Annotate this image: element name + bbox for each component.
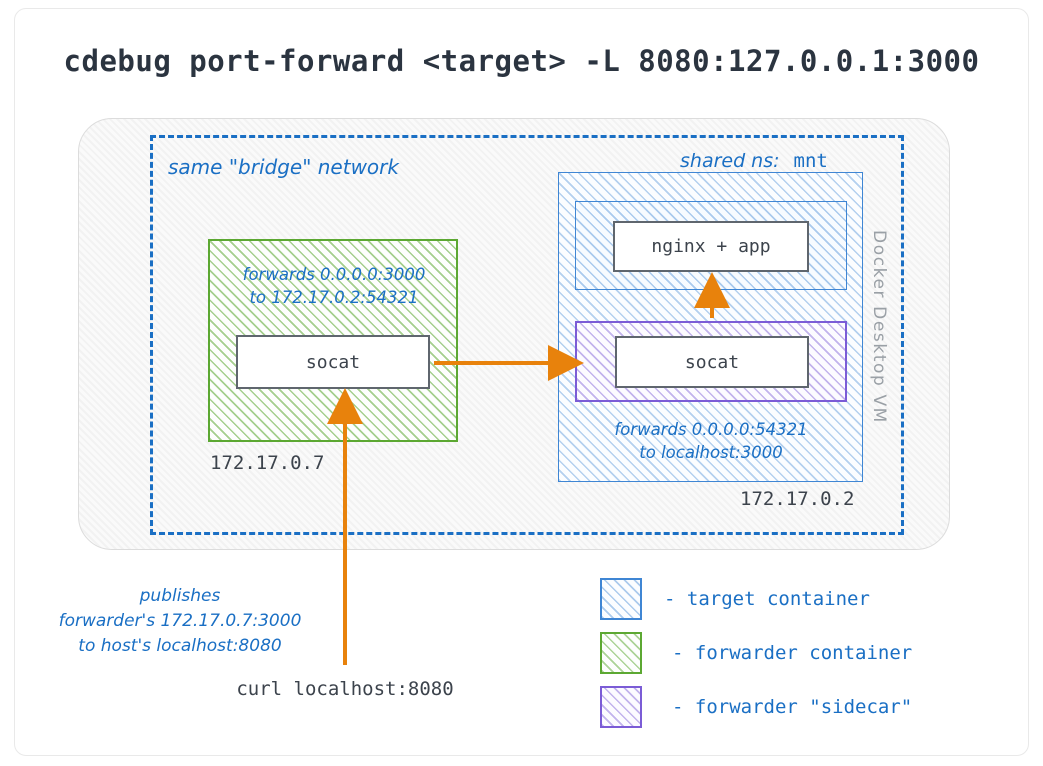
shared-namespace-label: shared ns: mnt xyxy=(680,150,828,172)
legend-swatch-forwarder-container xyxy=(600,632,642,674)
forwarder-ip-label: 172.17.0.7 xyxy=(210,452,325,474)
bridge-network-label: same "bridge" network xyxy=(168,155,399,179)
legend-item-forwarder-container: - forwarder container xyxy=(600,626,980,680)
legend-item-target-container: - target container xyxy=(600,572,980,626)
forwarder-forwarding-note: forwards 0.0.0.0:3000 to 172.17.0.2:5432… xyxy=(242,265,426,307)
shared-ns-prefix: shared ns: xyxy=(680,150,780,172)
legend-swatch-forwarder-sidecar xyxy=(600,686,642,728)
sidecar-forwarding-note: forwards 0.0.0.0:54321 to localhost:3000 xyxy=(614,420,808,462)
curl-command-label: curl localhost:8080 xyxy=(236,678,454,700)
bridge-network-boundary xyxy=(150,135,904,535)
legend-label-forwarder-sidecar: - forwarder "sidecar" xyxy=(672,696,913,718)
forwarder-socat-process: socat xyxy=(236,335,430,389)
legend-item-forwarder-sidecar: - forwarder "sidecar" xyxy=(600,680,980,734)
shared-ns-value: mnt xyxy=(793,150,828,172)
target-ip-label: 172.17.0.2 xyxy=(740,488,855,510)
sidecar-socat-process: socat xyxy=(615,336,809,388)
legend-label-forwarder-container: - forwarder container xyxy=(672,642,913,664)
legend-label-target-container: - target container xyxy=(664,588,870,610)
page-title: cdebug port-forward <target> -L 8080:127… xyxy=(63,44,980,78)
legend: - target container - forwarder container… xyxy=(600,572,980,734)
target-app-process: nginx + app xyxy=(613,221,809,272)
publishes-note: publishes forwarder's 172.17.0.7:3000 to… xyxy=(58,586,302,656)
legend-swatch-target-container xyxy=(600,578,642,620)
